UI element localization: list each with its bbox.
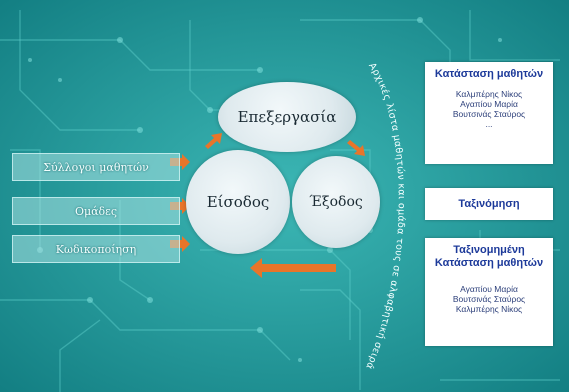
- input-label: Σύλλογοι μαθητών: [43, 160, 149, 174]
- processing-label: Επεξεργασία: [237, 108, 337, 126]
- sorted-item: Καλμπέρης Νίκος: [455, 304, 523, 314]
- arrow-return: [250, 258, 336, 278]
- input-box-students-lists: Σύλλογοι μαθητών: [12, 153, 180, 181]
- sorted-item: Αγαπίου Μαρία: [460, 284, 518, 294]
- arrow-input-to-processing: [205, 133, 222, 149]
- sorted-status-box: Ταξινομημένη Κατάσταση μαθητών Αγαπίου Μ…: [425, 238, 553, 346]
- sorting-title: Ταξινόμηση: [458, 197, 520, 210]
- output-circle-label: Έξοδος: [309, 194, 363, 210]
- status-box: Κατάσταση μαθητών Καλμπέρης Νίκος Αγαπίο…: [425, 62, 553, 164]
- output-circle: Έξοδος: [292, 156, 380, 248]
- processing-ellipse: Επεξεργασία: [218, 82, 356, 152]
- arrow-processing-to-output: [347, 140, 365, 156]
- status-item: Βουτσινάς Σταύρος: [452, 109, 526, 119]
- status-item: Καλμπέρης Νίκος: [455, 89, 523, 99]
- input-label: Ομάδες: [74, 204, 118, 218]
- input-circle: Είσοδος: [186, 150, 290, 254]
- status-item: Αγαπίου Μαρία: [460, 99, 518, 109]
- input-box-groups: Ομάδες: [12, 197, 180, 225]
- sorting-box: Ταξινόμηση: [425, 188, 553, 220]
- sorted-title-line2: Κατάσταση μαθητών: [434, 257, 544, 269]
- sorted-item: Βουτσινάς Σταύρος: [452, 294, 526, 304]
- status-title: Κατάσταση μαθητών: [434, 68, 544, 80]
- input-circle-label: Είσοδος: [206, 193, 270, 211]
- status-item: ...: [485, 119, 493, 129]
- input-box-coding: Κωδικοποίηση: [12, 235, 180, 263]
- sorted-title-line1: Ταξινομημένη: [453, 244, 525, 256]
- input-label: Κωδικοποίηση: [55, 242, 137, 256]
